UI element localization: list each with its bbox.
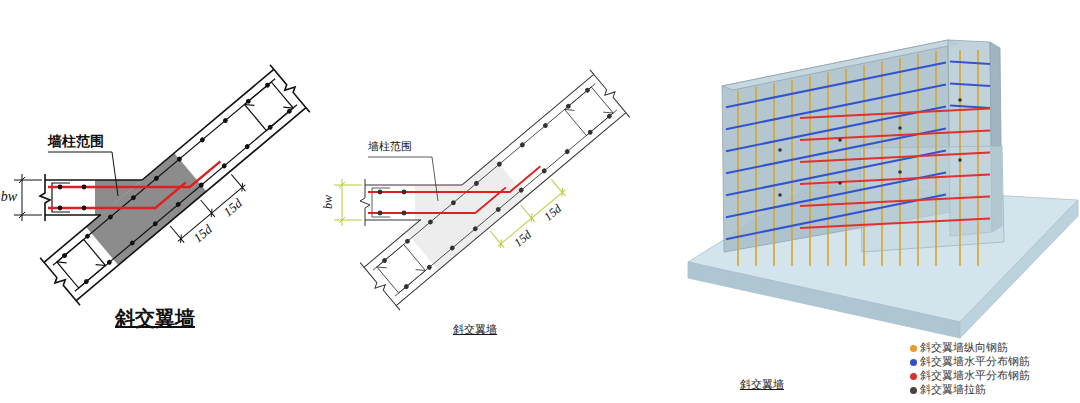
longitudinal-rebar	[845, 69, 847, 266]
wall-outline	[356, 67, 633, 314]
legend-text: 斜交翼墙水平分布钢筋	[920, 369, 1030, 383]
leader-line	[48, 152, 118, 196]
dimension-label: 15d	[191, 222, 215, 245]
legend-swatch	[910, 387, 917, 394]
legend-row: 斜交翼墙水平分布钢筋	[910, 355, 1030, 369]
vertical-rebar-dots	[58, 82, 293, 285]
legend-text: 斜交翼墙水平分布钢筋	[920, 355, 1030, 369]
vertical-rebar-dots	[378, 87, 613, 290]
tie-bars	[778, 98, 962, 197]
tie-bars	[958, 98, 962, 102]
longitudinal-rebar	[935, 51, 937, 267]
tie-bars	[898, 126, 902, 130]
figure-caption: 斜交翼墙	[453, 324, 497, 336]
horizontal-rebar-blue	[950, 84, 990, 86]
dimension-lines	[14, 172, 249, 245]
zone-label: 墙柱范围	[368, 141, 412, 153]
longitudinal-rebar	[959, 50, 961, 266]
tie-bars	[778, 148, 782, 152]
legend-swatch	[910, 359, 917, 366]
horizontal-rebar-red	[800, 175, 990, 185]
figure-caption: 斜交翼墙	[740, 379, 784, 391]
longitudinal-rebar	[791, 80, 793, 266]
zone-label: 墙柱范围	[48, 134, 104, 149]
dimension-label: bw	[322, 195, 335, 209]
wall-detail-2	[334, 67, 634, 314]
tie-bars	[838, 138, 842, 142]
tie-bars	[898, 170, 902, 174]
wall-3d-render	[688, 40, 1078, 338]
wall-rebar	[372, 84, 617, 296]
dimension-label: 15d	[221, 196, 245, 219]
longitudinal-rebar	[809, 76, 811, 266]
horizontal-rebar-blue	[726, 62, 990, 240]
horizontal-rebar-red	[800, 197, 990, 207]
longitudinal-rebar	[755, 87, 757, 266]
tie-bars	[778, 193, 782, 197]
wall-column-zone	[406, 158, 526, 270]
legend-row: 斜交翼墙水平分布钢筋	[910, 369, 1030, 383]
horizontal-rebar-blue	[950, 62, 990, 64]
wall-a	[722, 40, 958, 90]
horizontal-rebar-blue	[726, 84, 946, 129]
horizontal-rebar-red	[800, 153, 990, 163]
dimension-label: bw	[1, 189, 17, 204]
legend-row: 斜交翼墙拉筋	[910, 383, 1030, 397]
wall-rebar	[52, 79, 297, 291]
legend-swatch	[910, 345, 917, 352]
longitudinal-rebar	[863, 65, 865, 266]
longitudinal-rebar	[827, 72, 829, 266]
longitudinal-rebar	[917, 54, 919, 266]
dimension-label: 15d	[512, 228, 534, 250]
legend: 斜交翼墙纵向钢筋斜交翼墙水平分布钢筋斜交翼墙水平分布钢筋斜交翼墙拉筋	[910, 341, 1030, 397]
longitudinal-rebar	[773, 83, 775, 266]
horizontal-rebar-blue	[950, 106, 990, 108]
horizontal-rebar-red	[800, 109, 990, 119]
tie-bars	[838, 181, 842, 185]
foundation-slab	[688, 262, 960, 338]
legend-text: 斜交翼墙拉筋	[920, 383, 986, 397]
wall-outline	[36, 62, 313, 309]
dimension-label: 15d	[542, 202, 564, 224]
horizontal-rebar-red	[800, 219, 990, 229]
longitudinal-rebar	[737, 91, 739, 266]
horizontal-rebar-red	[800, 131, 990, 141]
legend-swatch	[910, 373, 917, 380]
longitudinal-rebar	[977, 50, 979, 266]
horizontal-rebar-red	[800, 109, 990, 229]
wing-wall-horizontal-bars	[368, 166, 540, 213]
longitudinal-rebar	[899, 58, 901, 266]
wall-detail-1	[14, 62, 314, 309]
tie-bars	[958, 158, 962, 162]
legend-text: 斜交翼墙纵向钢筋	[920, 341, 1008, 355]
leader-line	[368, 157, 438, 201]
figure-caption: 斜交翼墙	[115, 307, 195, 329]
wing-wall-horizontal-bars	[48, 161, 220, 208]
legend-row: 斜交翼墙纵向钢筋	[910, 341, 1030, 355]
horizontal-rebar-blue	[726, 62, 946, 107]
dimension-lines	[334, 177, 569, 250]
